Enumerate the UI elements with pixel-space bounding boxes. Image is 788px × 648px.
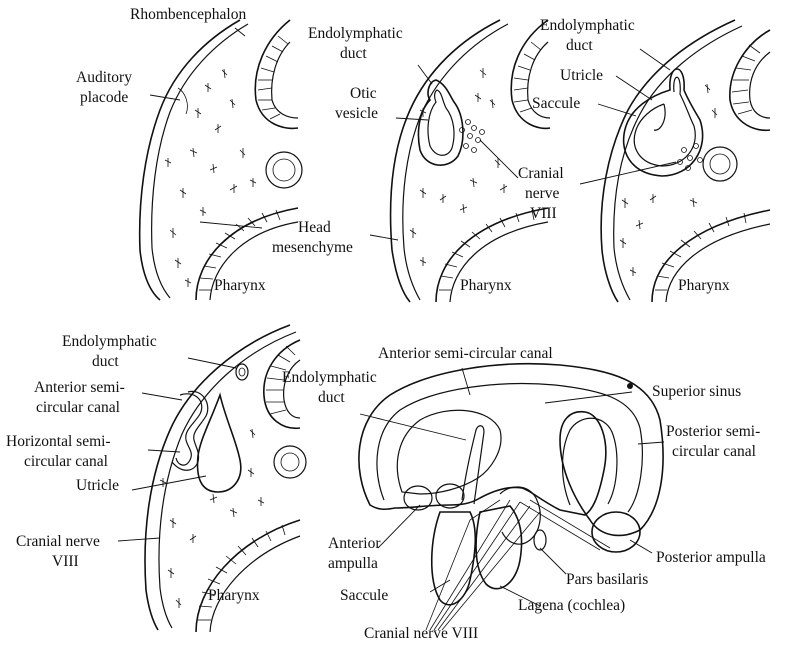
label-saccule-5: Saccule xyxy=(340,587,388,604)
labyrinth-shape xyxy=(198,395,241,492)
label-cranial-nerve-2b: nerve xyxy=(525,185,560,202)
label-horizontal-canal-b: circular canal xyxy=(24,453,108,470)
label-posterior-canal-b: circular canal xyxy=(672,443,756,460)
label-otic-vesicle: Otic xyxy=(350,85,377,102)
label-anterior-ampulla-b: ampulla xyxy=(328,555,378,572)
label-endolymphatic-duct-3: Endolymphatic xyxy=(540,17,635,34)
label-pharynx-2: Pharynx xyxy=(460,277,512,294)
label-cranial-nerve-5: Cranial nerve VIII xyxy=(364,625,478,642)
label-rhombencephalon: Rhombencephalon xyxy=(130,6,246,23)
anterior-canal-inner xyxy=(397,410,501,494)
label-otic-vesicle-2: vesicle xyxy=(335,105,378,122)
label-saccule-3: Saccule xyxy=(532,95,580,112)
label-pharynx-1: Pharynx xyxy=(214,277,266,294)
panel-5-membranous-labyrinth xyxy=(359,364,664,630)
ectoderm-outline xyxy=(140,20,240,300)
label-cranial-nerve-2c: VIII xyxy=(530,205,557,222)
label-auditory-placode: Auditory xyxy=(76,69,132,86)
label-endolymphatic-duct-4b: duct xyxy=(92,353,119,370)
label-utricle-4: Utricle xyxy=(76,477,119,494)
label-endolymphatic-duct-5b: duct xyxy=(318,389,345,406)
rhombencephalon-wall xyxy=(255,20,298,128)
endolymphatic-duct-shape xyxy=(462,426,484,504)
label-superior-sinus: Superior sinus xyxy=(652,383,741,400)
label-horizontal-canal: Horizontal semi- xyxy=(6,433,111,450)
label-anterior-canal-4b: circular canal xyxy=(36,399,120,416)
label-posterior-ampulla: Posterior ampulla xyxy=(656,549,766,566)
panel-3-utricle-saccule xyxy=(580,20,770,302)
label-pharynx-4: Pharynx xyxy=(208,587,260,604)
label-endolymphatic-duct-4: Endolymphatic xyxy=(62,333,157,350)
label-cranial-nerve-4: Cranial nerve xyxy=(16,533,100,550)
label-cranial-nerve-4b: VIII xyxy=(52,553,79,570)
panel-1-auditory-placode xyxy=(140,20,302,300)
label-endolymphatic-duct-2b: duct xyxy=(340,45,367,62)
posterior-ampulla-shape xyxy=(592,512,640,552)
ectoderm-inner xyxy=(152,24,248,298)
label-head-mesenchyme: Head xyxy=(298,219,331,236)
label-auditory-placode-2: placode xyxy=(80,89,128,106)
label-anterior-canal-4: Anterior semi- xyxy=(34,379,125,396)
panel-4-semicircular-canals xyxy=(118,325,306,632)
labyrinth-outer xyxy=(359,364,663,536)
label-anterior-ampulla: Anterior xyxy=(328,535,381,552)
labels: Rhombencephalon Auditory placode Head me… xyxy=(6,6,766,642)
label-head-mesenchyme-2: mesenchyme xyxy=(272,239,353,256)
label-endolymphatic-duct-2: Endolymphatic xyxy=(308,25,403,42)
label-utricle-3: Utricle xyxy=(560,67,603,84)
label-cranial-nerve-2: Cranial xyxy=(518,165,564,182)
otic-vesicle-shape xyxy=(418,80,462,165)
label-endolymphatic-duct-3b: duct xyxy=(566,37,593,54)
label-lagena: Lagena (cochlea) xyxy=(518,597,625,614)
label-endolymphatic-duct-5: Endolymphatic xyxy=(282,369,377,386)
posterior-canal-inner xyxy=(563,418,617,505)
label-pharynx-3: Pharynx xyxy=(678,277,730,294)
saccule-shape xyxy=(432,512,476,605)
panel-2-otic-vesicle xyxy=(370,20,550,302)
label-posterior-canal: Posterior semi- xyxy=(666,423,760,440)
label-pars-basilaris: Pars basilaris xyxy=(566,571,648,588)
label-anterior-canal-5: Anterior semi-circular canal xyxy=(378,345,553,362)
notochord xyxy=(266,152,302,188)
